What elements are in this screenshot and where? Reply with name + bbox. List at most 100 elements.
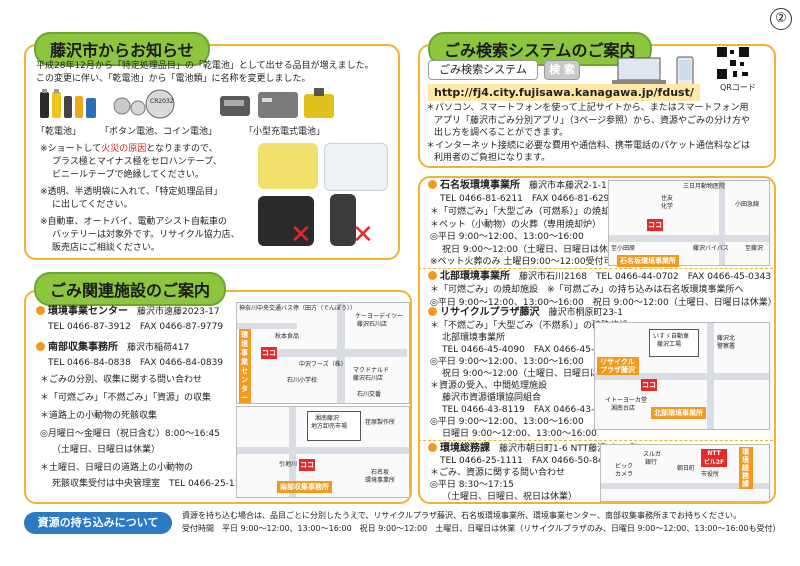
prohibited-x-icon: ✕ bbox=[290, 220, 312, 250]
ishinazaka-name: 石名坂環境事業所 bbox=[440, 180, 520, 191]
search-button[interactable]: 検 索 bbox=[544, 60, 580, 80]
recycle-map-6: 警察署 bbox=[717, 343, 736, 350]
map1-school: 石川小学校 bbox=[287, 377, 318, 384]
search-url-link[interactable]: http://fj4.city.fujisawa.kanagawa.jp/fdu… bbox=[428, 84, 700, 101]
recycle-map-5: 藤沢北 bbox=[717, 335, 736, 342]
category-rechargeable: 「小型充電式電池」 bbox=[244, 127, 326, 137]
somu-l2: ◎平日 8:30～17:15 bbox=[430, 480, 514, 490]
divider bbox=[418, 440, 773, 441]
laptop-icon bbox=[610, 56, 670, 90]
hokubu-l2: ◎平日 9:00～12:00、13:00～16:00 祝日 9:00～12:00… bbox=[430, 297, 777, 308]
recycle-name: リサイクルプラザ藤沢 bbox=[440, 307, 540, 318]
search-p1-1: ＊パソコン、スマートフォンを使って上記サイトから、またはスマートフォン用 bbox=[426, 103, 749, 113]
facilities-title: ごみ関連施設のご案内 bbox=[34, 272, 227, 306]
qr-code-icon bbox=[716, 46, 750, 84]
map1-ishikawa: 石川交番 bbox=[357, 391, 382, 398]
recycle-map-hokubu-tag: 北部環境事業所 bbox=[651, 407, 706, 419]
taped-battery-image bbox=[258, 143, 318, 189]
ishinazaka-map-4: 至小田原 bbox=[611, 245, 636, 252]
notice-note2-1: ※透明、半透明袋に入れて、「特定処理品目」 bbox=[40, 187, 223, 197]
ishinazaka-l4: 祝日 9:00～12:00（土曜日、日曜日は休業） bbox=[442, 244, 627, 255]
notice-note1-2: プラス極とマイナス極をセロハンテープ、 bbox=[52, 157, 222, 167]
recycle-map-2: 藤沢工場 bbox=[657, 341, 682, 348]
ishinazaka-map-marker: ココ bbox=[647, 219, 663, 231]
map1-qd2: 藤沢石川店 bbox=[357, 321, 388, 328]
bullet-icon bbox=[36, 306, 45, 315]
somu-phone: TEL 0466-25-1111 FAX 0466-50-8417 bbox=[440, 456, 616, 466]
search-p1-2: アプリ「藤沢市ごみ分別アプリ」（3ページ参照）から、資源やごみの分け方や bbox=[434, 115, 751, 126]
map1-qd: ケーヨーデイツー bbox=[355, 313, 404, 320]
page-number: ② bbox=[770, 8, 792, 30]
ishinazaka-map-5: 小田急線 bbox=[735, 201, 760, 208]
note1-red: 火災の原因 bbox=[101, 144, 147, 154]
somu-map-ntt: NTT bbox=[707, 450, 721, 457]
bike-battery-image bbox=[330, 194, 356, 246]
cr2032-label: CR2032 bbox=[150, 98, 174, 105]
dry-battery-icon bbox=[40, 89, 96, 118]
rechargeable-battery-image bbox=[218, 86, 338, 124]
note1-pre: ※ショートして bbox=[40, 144, 102, 154]
notice-note1-3: ビニールテープで絶縁してください。 bbox=[52, 170, 204, 180]
notice-intro-2: この変更に伴い、「乾電池」から「電池類」に名称を変更しました。 bbox=[36, 74, 311, 84]
ishinazaka-map-2: 至藤沢 bbox=[745, 245, 764, 252]
somu-name: 環境総務課 bbox=[440, 443, 490, 454]
facility-note-3: ＊道路上の小動物の死骸収集 bbox=[40, 411, 158, 421]
map1-mcd: マクドナルド bbox=[353, 367, 390, 374]
facility-note-5: （土曜日、日曜日は休業） bbox=[52, 445, 161, 455]
footer: 資源の持ち込みについて 資源を持ち込む場合は、品目ごとに分別したうえで、リサイク… bbox=[24, 510, 781, 538]
recycle-l5: 祝日 9:00～12:00（土曜日、日曜日は休業） bbox=[442, 369, 627, 379]
facility-note-6: ＊土曜日、日曜日の道路上の小動物の bbox=[40, 463, 194, 473]
search-field[interactable]: ごみ検索システム bbox=[428, 60, 538, 80]
bullet-icon bbox=[428, 180, 437, 189]
ishinazaka-map-6: 住友 bbox=[661, 195, 674, 202]
note1-post: となりますので、 bbox=[146, 144, 218, 154]
nanbu-name: 南部収集事務所 bbox=[48, 342, 118, 353]
notice-note1: ※ショートして火災の原因となりますので、 bbox=[40, 143, 218, 156]
notice-title: 藤沢市からお知らせ bbox=[34, 32, 210, 66]
hokubu-phone: TEL 0466-44-0702 FAX 0466-45-0343 bbox=[595, 272, 772, 282]
somu-l3: （土曜日、日曜日、祝日は休業） bbox=[442, 492, 578, 502]
nanbu-address: 藤沢市稲荷417 bbox=[127, 343, 190, 353]
qr-label: QRコード bbox=[720, 83, 756, 92]
recycle-l1: ＊「不燃ごみ」「大型ごみ（不燃系）」の破砕施設 bbox=[430, 321, 629, 331]
somu-address: 藤沢市朝日町1-6 NTT藤沢ビル2階 bbox=[499, 444, 639, 454]
somu-map-ntt2: ビル2F bbox=[703, 459, 725, 466]
search-p2-2: 利用者のご負担になります。 bbox=[434, 153, 551, 163]
facility-note-7: 死骸収集受付は中央管理室 TEL 0466-25-1114 bbox=[52, 479, 252, 489]
center-map-marker: ココ bbox=[261, 347, 277, 359]
search-p1-3: 出し方を調べることができます。 bbox=[434, 128, 569, 138]
ishinazaka-l1: ＊「可燃ごみ」「大型ごみ（可燃系）」の焼却施設 bbox=[430, 207, 629, 217]
center-phone: TEL 0466-87-3912 FAX 0466-87-9779 bbox=[48, 322, 224, 332]
recycle-map: いすゞ自動車 藤沢工場 リサイクルプラザ藤沢 ココ 藤沢北 警察署 イトーヨーカ… bbox=[594, 322, 770, 430]
facility-note-4: ◎月曜日～金曜日（祝日含む）8:00～16:45 bbox=[40, 429, 221, 439]
bullet-icon bbox=[428, 271, 437, 280]
recycle-map-marker: ココ bbox=[641, 379, 657, 391]
recycle-map-3: イトーヨーカ堂 bbox=[605, 397, 648, 404]
map1-akimoto: 秋本食品 bbox=[275, 333, 300, 340]
recycle-l6: ＊資源の受入、中間処理施設 bbox=[430, 381, 548, 391]
ishinazaka-address: 藤沢市本藤沢2-1-1 bbox=[529, 181, 607, 191]
recycle-l10: 日曜日 9:00～12:00、13:00～16:00 bbox=[442, 429, 597, 439]
recycle-heading: リサイクルプラザ藤沢 藤沢市桐原町23-1 bbox=[428, 307, 623, 320]
hokubu-name: 北部環境事業所 bbox=[440, 271, 510, 282]
notice-note2-2: に出してください。 bbox=[52, 200, 133, 210]
prohibited-x-icon-2: ✕ bbox=[352, 220, 374, 250]
bullet-icon bbox=[428, 307, 437, 316]
hokubu-l1: ＊「可燃ごみ」の焼却施設 ※「可燃ごみ」の持ち込みは石名坂環境事業所へ bbox=[430, 285, 744, 295]
notice-intro-1: 平成28年12月から「特定処理品目」の「乾電池」として出せる品目が増えました。 bbox=[36, 61, 374, 71]
ishinazaka-l5: ※ペット火葬のみ 土曜日9:00～12:00受付可 bbox=[430, 257, 613, 267]
recycle-l4: ◎平日 9:00～12:00、13:00～16:00 bbox=[430, 357, 584, 367]
notice-note3-1: ※自動車、オートバイ、電動アシスト自転車の bbox=[40, 217, 228, 227]
somu-map: スルガ 銀行 ビック カメラ 朝日町 NTT ビル2F 市役所 環境総務課 bbox=[600, 444, 770, 502]
nanbu-heading: 南部収集事務所 藤沢市稲荷417 bbox=[36, 342, 189, 355]
recycle-map-isuzu bbox=[649, 329, 699, 357]
recycle-l2: 北部環境事業所 bbox=[442, 333, 506, 343]
button-battery-image: CR2032 bbox=[108, 88, 178, 122]
car-battery-image bbox=[258, 196, 314, 246]
somu-map-6: 市役所 bbox=[701, 471, 720, 478]
recycle-l7: 藤沢市資源循環協同組合 bbox=[442, 393, 542, 403]
recycle-map-4: 湘南台店 bbox=[611, 405, 636, 412]
ishinazaka-l3: ◎平日 9:00～12:00、13:00～16:00 bbox=[430, 232, 584, 242]
ishinazaka-map: 三日月動物医院 住友 化学 ココ 至小田原 藤沢バイパス 至藤沢 小田急線 石名… bbox=[608, 180, 770, 267]
map2-nursery: 荏原製作所 bbox=[365, 419, 396, 426]
